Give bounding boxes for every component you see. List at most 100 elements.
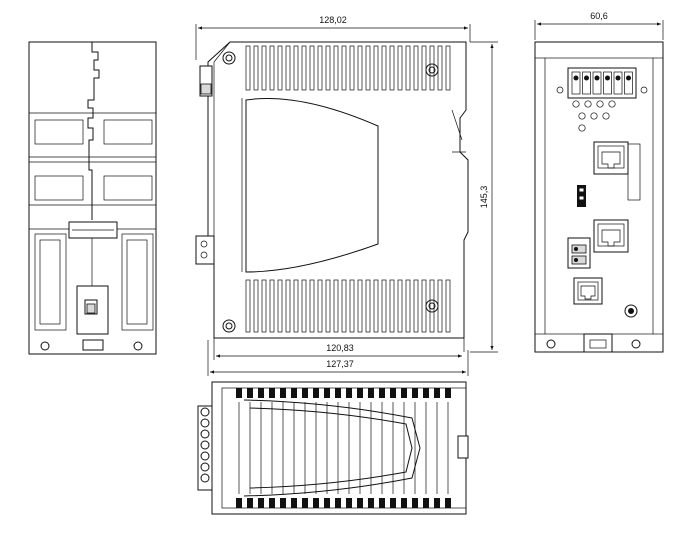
- vent-slot: [429, 45, 435, 91]
- vent-slot: [313, 388, 319, 398]
- vent-slot: [245, 279, 251, 333]
- vent-slot: [333, 279, 339, 333]
- vent-slot: [335, 388, 341, 398]
- led: [578, 112, 586, 120]
- terminal-pin: [624, 71, 633, 95]
- label-panel: [245, 98, 379, 273]
- top-view: [197, 381, 469, 515]
- status-leds: [572, 100, 616, 132]
- vent-slot: [346, 388, 352, 398]
- led: [584, 100, 592, 108]
- vent-slot: [357, 388, 363, 398]
- dim-overall-width: 127,37: [326, 359, 354, 369]
- vent-slot: [429, 279, 435, 333]
- vent-slot: [445, 498, 451, 508]
- vent-slot: [302, 498, 308, 508]
- vent-slot: [390, 388, 396, 398]
- terminal-pin: [582, 71, 591, 95]
- vent-slot: [405, 279, 411, 333]
- screw-bottom-left: [222, 319, 236, 333]
- vent-slot: [333, 45, 339, 91]
- vent-slot: [412, 388, 418, 398]
- vent-slot: [379, 388, 385, 398]
- dim-side-width: 60,6: [590, 11, 608, 21]
- vent-slot: [397, 45, 403, 91]
- vent-slot: [357, 279, 363, 333]
- vent-slot: [401, 388, 407, 398]
- vent-slot: [236, 388, 242, 398]
- vent-slot: [365, 279, 371, 333]
- vent-slot: [236, 498, 242, 508]
- vent-slot: [445, 388, 451, 398]
- vent-slot: [301, 45, 307, 91]
- terminal-screw: [584, 75, 589, 81]
- ethernet-port-2: [593, 219, 629, 253]
- vent-slot: [245, 45, 251, 91]
- vent-slot: [373, 45, 379, 91]
- vent-slot: [412, 498, 418, 508]
- terminal-screw: [200, 440, 210, 450]
- vent-slot: [437, 45, 443, 91]
- vent-slot: [368, 388, 374, 398]
- vent-slot: [277, 45, 283, 91]
- vent-slot: [324, 388, 330, 398]
- vent-slot: [285, 45, 291, 91]
- terminal-screw: [573, 75, 579, 81]
- vent-slot: [390, 498, 396, 508]
- vent-slot: [397, 279, 403, 333]
- vent-slot: [413, 45, 419, 91]
- vent-slot: [280, 498, 286, 508]
- vent-slot: [293, 45, 299, 91]
- vent-slot: [325, 45, 331, 91]
- vent-slot: [277, 279, 283, 333]
- vent-slot: [301, 279, 307, 333]
- vent-slot: [253, 279, 259, 333]
- vent-slots-topview: [236, 388, 451, 508]
- rear-view: [28, 41, 157, 355]
- vent-slot: [349, 279, 355, 333]
- vent-slots-top: [245, 45, 451, 91]
- vent-slot: [325, 279, 331, 333]
- vent-slot: [269, 45, 275, 91]
- terminal-pin: [592, 71, 602, 95]
- terminal-screw: [200, 407, 210, 417]
- vent-slot: [291, 388, 297, 398]
- vent-slot: [357, 498, 363, 508]
- screw-bottom-right: [425, 299, 439, 313]
- vent-slot: [437, 279, 443, 333]
- vent-slot: [261, 45, 267, 91]
- terminal-screw: [200, 418, 210, 428]
- vent-slot: [261, 279, 267, 333]
- vent-slot: [324, 498, 330, 508]
- side-view: 128,02 145,3 120,83 127,37: [195, 15, 498, 376]
- vent-slot: [413, 279, 419, 333]
- vent-slot: [421, 45, 427, 91]
- terminal-screw: [200, 429, 210, 439]
- terminal-screw: [626, 75, 631, 81]
- vent-slot: [280, 388, 286, 398]
- vent-slot: [401, 498, 407, 508]
- vent-slot: [253, 45, 259, 91]
- vent-slot: [269, 388, 275, 398]
- vent-slot: [445, 279, 451, 333]
- front-view: 60,6: [534, 11, 664, 353]
- vent-slot: [285, 279, 291, 333]
- dim-inner-width: 120,83: [326, 343, 354, 353]
- vent-slot: [269, 498, 275, 508]
- terminal-screw: [615, 75, 621, 81]
- terminal-screw: [200, 473, 210, 483]
- terminal-screw: [200, 451, 210, 461]
- vent-slot: [313, 498, 319, 508]
- terminal-pin: [613, 71, 623, 95]
- vent-slot: [346, 498, 352, 508]
- vent-slot: [357, 45, 363, 91]
- led: [608, 100, 616, 108]
- power-terminal-block: [567, 67, 637, 99]
- vent-slot: [373, 279, 379, 333]
- vent-slot: [421, 279, 427, 333]
- vent-slot: [302, 388, 308, 398]
- vent-slot: [247, 498, 253, 508]
- vent-slot: [349, 45, 355, 91]
- vent-slot: [434, 388, 440, 398]
- vent-slot: [258, 388, 264, 398]
